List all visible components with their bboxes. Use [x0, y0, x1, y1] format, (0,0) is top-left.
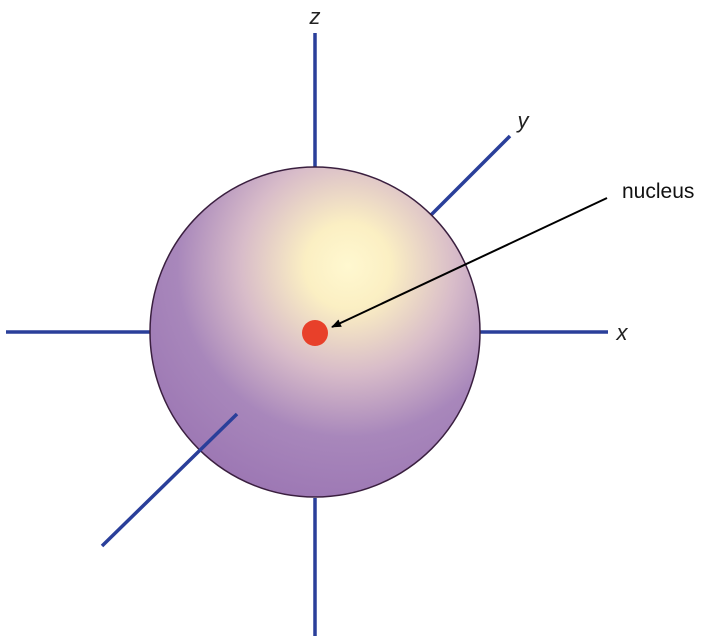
nucleus-label: nucleus: [622, 180, 694, 203]
nucleus-dot: [302, 320, 328, 346]
y-axis-back: [428, 134, 512, 218]
y-axis-front: [100, 412, 239, 548]
nucleus-leader-arrow: [331, 197, 608, 328]
y-axis-label: y: [516, 108, 531, 133]
z-axis-label: z: [309, 4, 321, 29]
x-axis-label: x: [616, 320, 629, 345]
